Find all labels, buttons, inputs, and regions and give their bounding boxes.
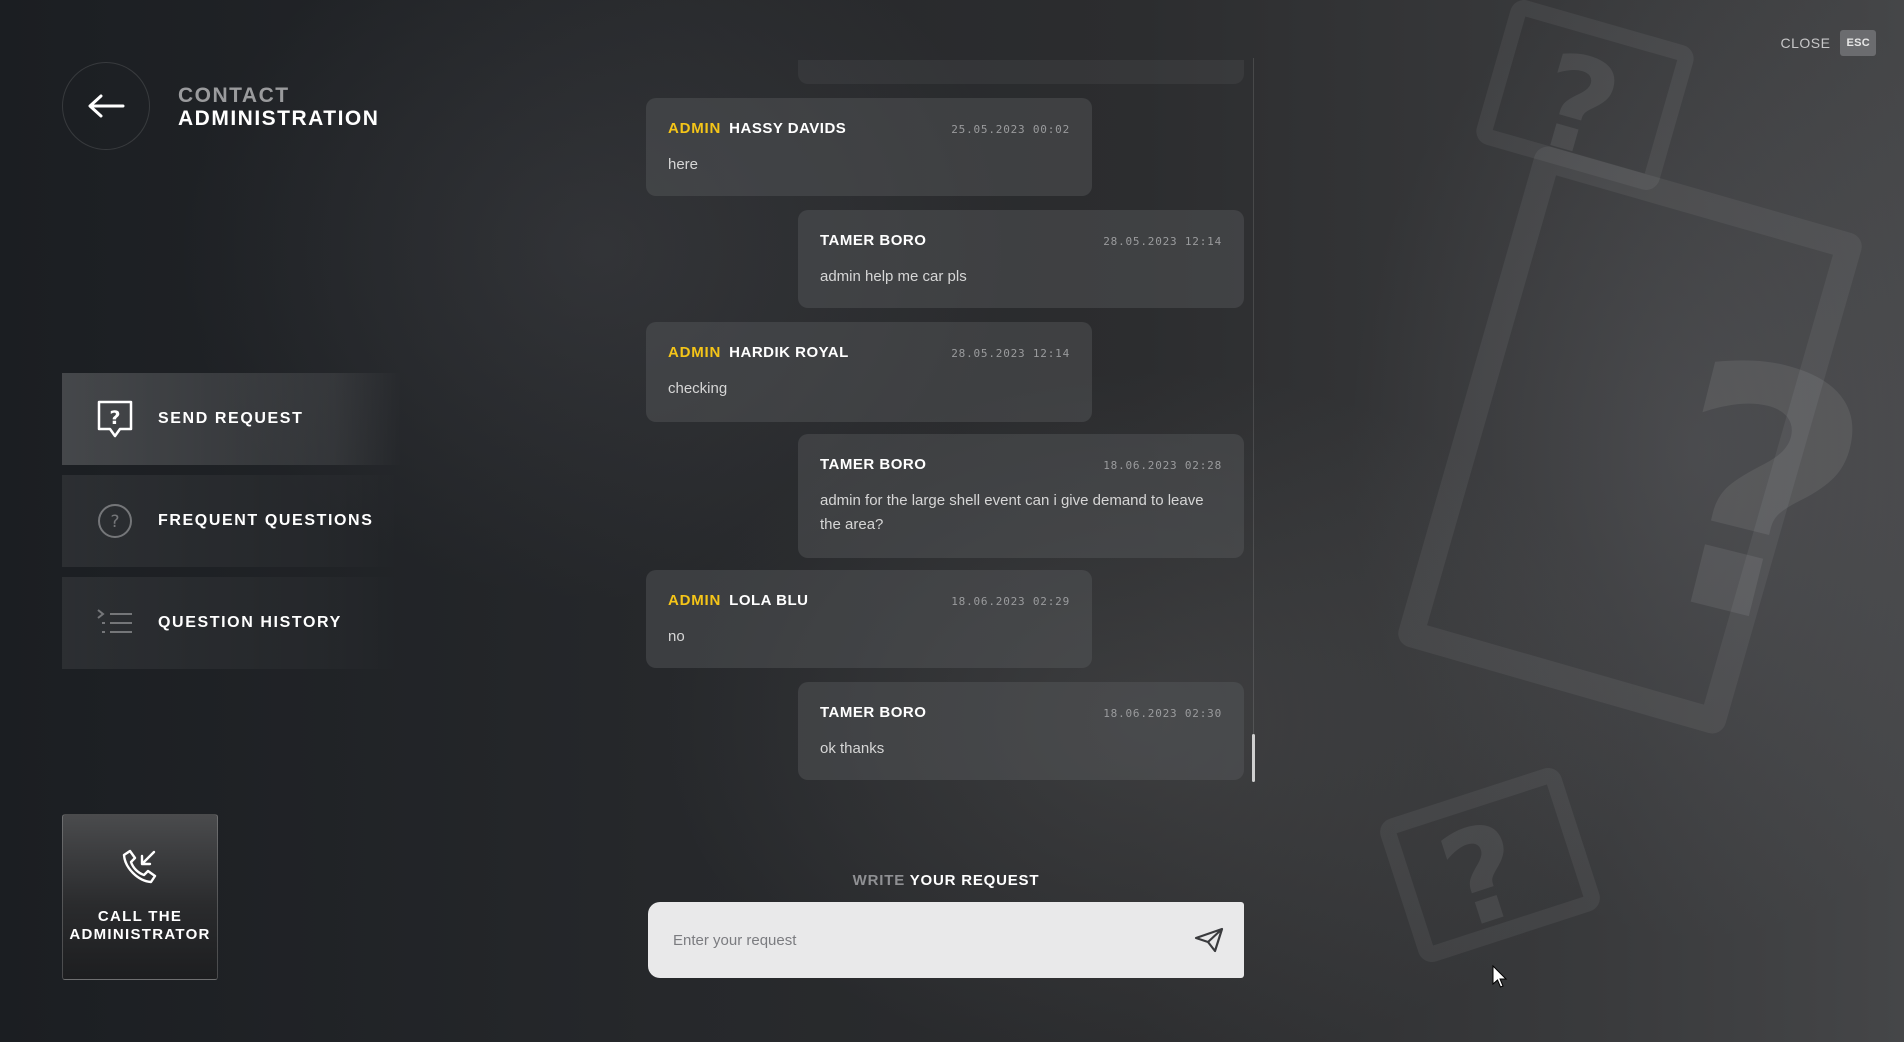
- menu-item-label: FREQUENT QUESTIONS: [158, 512, 374, 529]
- message-author: TAMER BORO: [820, 232, 927, 249]
- question-bubble-icon: ?: [96, 400, 134, 438]
- message-role: ADMIN: [668, 120, 722, 137]
- arrow-left-icon: [88, 94, 125, 118]
- message-text: admin for the large shell event can i gi…: [820, 492, 1204, 533]
- message-author: LOLA BLU: [729, 592, 809, 609]
- call-administrator-button[interactable]: CALL THE ADMINISTRATOR: [62, 814, 218, 980]
- menu-item-send-request[interactable]: ? SEND REQUEST: [62, 373, 402, 465]
- menu-item-frequent-questions[interactable]: ? FREQUENT QUESTIONS: [62, 475, 402, 567]
- page-title: CONTACT ADMINISTRATION: [178, 84, 379, 130]
- message-text: no: [668, 628, 685, 645]
- menu-item-label: QUESTION HISTORY: [158, 614, 342, 631]
- chat-message-admin: ADMIN HARDIK ROYAL 28.05.2023 12:14 chec…: [646, 322, 1092, 422]
- mouse-cursor-icon: [1492, 965, 1508, 988]
- background-question-bubble-icon: [1376, 764, 1604, 966]
- background-question-bubble-icon: [1394, 143, 1866, 737]
- call-administrator-label: CALL THE ADMINISTRATOR: [69, 908, 211, 943]
- close-button[interactable]: CLOSE ESC: [1780, 30, 1876, 56]
- close-label: CLOSE: [1780, 35, 1831, 51]
- request-input-box: [648, 902, 1244, 978]
- menu-item-question-history[interactable]: QUESTION HISTORY: [62, 577, 402, 669]
- message-time: 28.05.2023 12:14: [1103, 235, 1222, 248]
- chat-message-admin: ADMIN LOLA BLU 18.06.2023 02:29 no: [646, 570, 1092, 668]
- request-input[interactable]: [648, 902, 1174, 978]
- previous-message-edge: [798, 60, 1244, 84]
- page-title-line2: ADMINISTRATION: [178, 107, 380, 130]
- back-button[interactable]: [62, 62, 150, 150]
- esc-key-badge: ESC: [1840, 30, 1876, 56]
- background-question-mark-icon: ?: [1423, 792, 1543, 960]
- chat-scrollbar-track[interactable]: [1253, 58, 1254, 782]
- message-text: admin help me car pls: [820, 268, 967, 285]
- composer-label-request: YOUR REQUEST: [909, 872, 1040, 889]
- chat-message-admin: ADMIN HASSY DAVIDS 25.05.2023 00:02 here: [646, 98, 1092, 196]
- message-author: HARDIK ROYAL: [729, 344, 849, 361]
- incoming-call-icon: [121, 847, 159, 890]
- message-text: here: [668, 156, 699, 173]
- list-icon: [96, 604, 134, 642]
- svg-text:?: ?: [109, 407, 120, 429]
- composer-label: WRITE YOUR REQUEST: [648, 872, 1244, 889]
- message-role: ADMIN: [668, 592, 722, 609]
- message-time: 28.05.2023 12:14: [951, 347, 1070, 360]
- chat-scrollbar-thumb[interactable]: [1252, 734, 1255, 782]
- menu-item-label: SEND REQUEST: [158, 410, 304, 427]
- message-text: ok thanks: [820, 740, 885, 757]
- message-time: 18.06.2023 02:29: [951, 595, 1070, 608]
- message-text: checking: [668, 380, 728, 397]
- question-circle-icon: ?: [96, 502, 134, 540]
- message-author: TAMER BORO: [820, 456, 927, 473]
- paper-plane-icon: [1194, 927, 1224, 953]
- message-author: TAMER BORO: [820, 704, 927, 721]
- message-role: ADMIN: [668, 344, 722, 361]
- chat-message-user: TAMER BORO 18.06.2023 02:30 ok thanks: [798, 682, 1244, 780]
- message-time: 18.06.2023 02:30: [1103, 707, 1222, 720]
- page-title-line1: CONTACT: [178, 84, 290, 107]
- composer-label-write: WRITE: [852, 872, 905, 889]
- background-question-mark-icon: ?: [1520, 22, 1635, 190]
- message-time: 18.06.2023 02:28: [1103, 459, 1222, 472]
- chat-message-user: TAMER BORO 28.05.2023 12:14 admin help m…: [798, 210, 1244, 308]
- message-author: HASSY DAVIDS: [729, 120, 847, 137]
- chat-message-user: TAMER BORO 18.06.2023 02:28 admin for th…: [798, 434, 1244, 558]
- send-button[interactable]: [1174, 902, 1244, 978]
- background-question-bubble-icon: [1473, 0, 1697, 194]
- background-question-mark-icon: ?: [1615, 282, 1903, 714]
- message-time: 25.05.2023 00:02: [951, 123, 1070, 136]
- svg-text:?: ?: [110, 512, 119, 532]
